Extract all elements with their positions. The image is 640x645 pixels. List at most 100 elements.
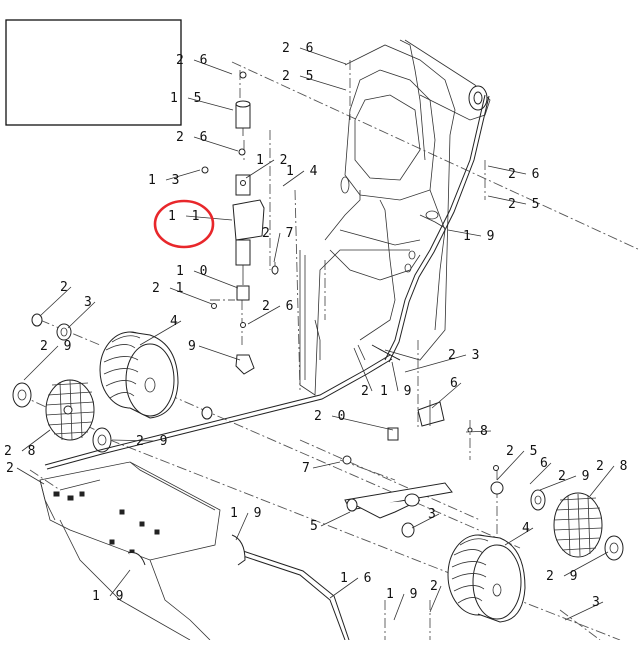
callout-c26c: 2 6 bbox=[262, 299, 297, 314]
leader-line-c26a bbox=[193, 59, 233, 75]
callout-c16: 1 6 bbox=[340, 571, 375, 586]
leader-line-c29b bbox=[111, 439, 155, 442]
callout-c19a: 1 9 bbox=[463, 229, 498, 244]
left-wheel-assembly bbox=[12, 313, 213, 453]
callout-c3c: 3 bbox=[592, 595, 604, 610]
leader-line-c5 bbox=[320, 511, 351, 527]
actuator-assembly bbox=[201, 71, 279, 375]
leader-line-c14 bbox=[282, 170, 305, 187]
leader-line-c15 bbox=[187, 97, 234, 111]
callout-c10: 1 0 bbox=[176, 264, 211, 279]
leader-line-c27 bbox=[273, 232, 281, 263]
callout-c29d: 2 9 bbox=[546, 569, 581, 584]
callout-c4b: 4 bbox=[522, 521, 534, 536]
leader-line-c28a bbox=[21, 429, 51, 452]
axle-link-assembly bbox=[342, 400, 499, 519]
leader-line-c13 bbox=[165, 169, 201, 181]
leader-line-c28b bbox=[589, 465, 615, 497]
callout-c6b: 6 bbox=[540, 456, 552, 471]
callout-c15: 1 5 bbox=[170, 91, 205, 106]
leader-line-c19b bbox=[391, 361, 399, 392]
title-block-box bbox=[5, 19, 182, 126]
callout-c28b: 2 8 bbox=[596, 459, 631, 474]
leader-line-c12 bbox=[245, 159, 275, 179]
leader-line-c4b bbox=[504, 527, 534, 546]
leader-line-c29d bbox=[563, 551, 609, 577]
callout-c5: 5 bbox=[310, 519, 322, 534]
callout-c25c: 2 5 bbox=[506, 444, 541, 459]
callout-c3a: 3 bbox=[84, 295, 96, 310]
callout-c21: 2 1 bbox=[152, 281, 187, 296]
leader-line-c26d bbox=[299, 47, 347, 65]
leader-line-c19a bbox=[447, 229, 482, 237]
callout-c29c: 2 9 bbox=[558, 469, 593, 484]
callout-labels: 2 61 52 61 31 21 41 12 71 02 12 62 62 52… bbox=[4, 41, 631, 621]
callout-c26b: 2 6 bbox=[176, 130, 211, 145]
callout-c26a: 2 6 bbox=[176, 53, 211, 68]
cable-19-upper-b bbox=[388, 95, 490, 363]
leader-line-c26c bbox=[247, 305, 281, 325]
cable-19-upper bbox=[384, 94, 486, 361]
leader-line-c23 bbox=[404, 354, 467, 373]
callout-c12: 1 2 bbox=[256, 153, 291, 168]
callout-c19e: 1 9 bbox=[386, 587, 421, 602]
callout-c14: 1 4 bbox=[286, 164, 321, 179]
leader-line-c25a bbox=[299, 75, 347, 91]
callout-c4a: 4 bbox=[170, 314, 182, 329]
leader-line-c2c bbox=[16, 467, 45, 485]
leader-line-c2d bbox=[429, 585, 442, 613]
callout-c19b: 1 9 bbox=[380, 384, 415, 399]
callout-c23: 2 3 bbox=[448, 348, 483, 363]
leader-line-c19d bbox=[109, 569, 131, 597]
leader-line-c11 bbox=[185, 215, 233, 221]
highlight-circle bbox=[153, 199, 215, 249]
leader-line-c19e bbox=[393, 593, 405, 621]
callout-c19d: 1 9 bbox=[92, 589, 127, 604]
callout-c27: 2 7 bbox=[262, 226, 297, 241]
leader-line-c6 bbox=[431, 382, 462, 409]
callout-c26d: 2 6 bbox=[282, 41, 317, 56]
main-frame-tower bbox=[299, 39, 491, 396]
callout-c9: 9 bbox=[188, 339, 200, 354]
leader-line-c26b bbox=[193, 136, 239, 152]
leader-line-c29a bbox=[23, 345, 59, 381]
leader-line-c21 bbox=[169, 287, 213, 305]
leader-line-c2b bbox=[353, 347, 373, 392]
leader-line-c25c bbox=[496, 450, 525, 481]
callout-c6: 6 bbox=[450, 376, 462, 391]
leader-line-c3a bbox=[67, 301, 96, 329]
leader-line-c2a bbox=[39, 286, 72, 317]
callout-c25a: 2 5 bbox=[282, 69, 317, 84]
callout-c3b: 3 bbox=[428, 507, 440, 522]
callout-c29b: 2 9 bbox=[136, 434, 171, 449]
leader-line-c3c bbox=[564, 601, 604, 621]
leader-line-c25b bbox=[487, 195, 527, 205]
leader-line-c9 bbox=[198, 345, 241, 361]
callout-c25b: 2 5 bbox=[508, 197, 543, 212]
leader-line-c16 bbox=[329, 577, 359, 599]
leader-line-c26e bbox=[487, 165, 527, 175]
callout-c26e: 2 6 bbox=[508, 167, 543, 182]
callout-c19c: 1 9 bbox=[230, 506, 265, 521]
callout-c28a: 2 8 bbox=[4, 444, 39, 459]
callout-c20: 2 0 bbox=[314, 409, 349, 424]
leader-line-c3b bbox=[411, 513, 440, 529]
callout-c2b: 2 bbox=[361, 384, 373, 399]
callout-c29a: 2 9 bbox=[40, 339, 75, 354]
leader-line-c4a bbox=[139, 320, 182, 346]
leader-line-c7 bbox=[312, 461, 341, 469]
right-wheel-assembly bbox=[401, 481, 624, 623]
leader-line-c20 bbox=[331, 415, 394, 431]
leader-line-c8 bbox=[465, 430, 492, 433]
callout-c13: 1 3 bbox=[148, 173, 183, 188]
callout-c2a: 2 bbox=[60, 280, 72, 295]
callout-c11: 1 1 bbox=[168, 209, 203, 224]
leader-line-c10 bbox=[193, 270, 239, 289]
leader-line-c19c bbox=[235, 512, 249, 541]
leader-line-c6b bbox=[529, 462, 552, 485]
callout-c7: 7 bbox=[302, 461, 314, 476]
base-chassis bbox=[39, 344, 401, 641]
leader-line-c29c bbox=[539, 475, 577, 491]
